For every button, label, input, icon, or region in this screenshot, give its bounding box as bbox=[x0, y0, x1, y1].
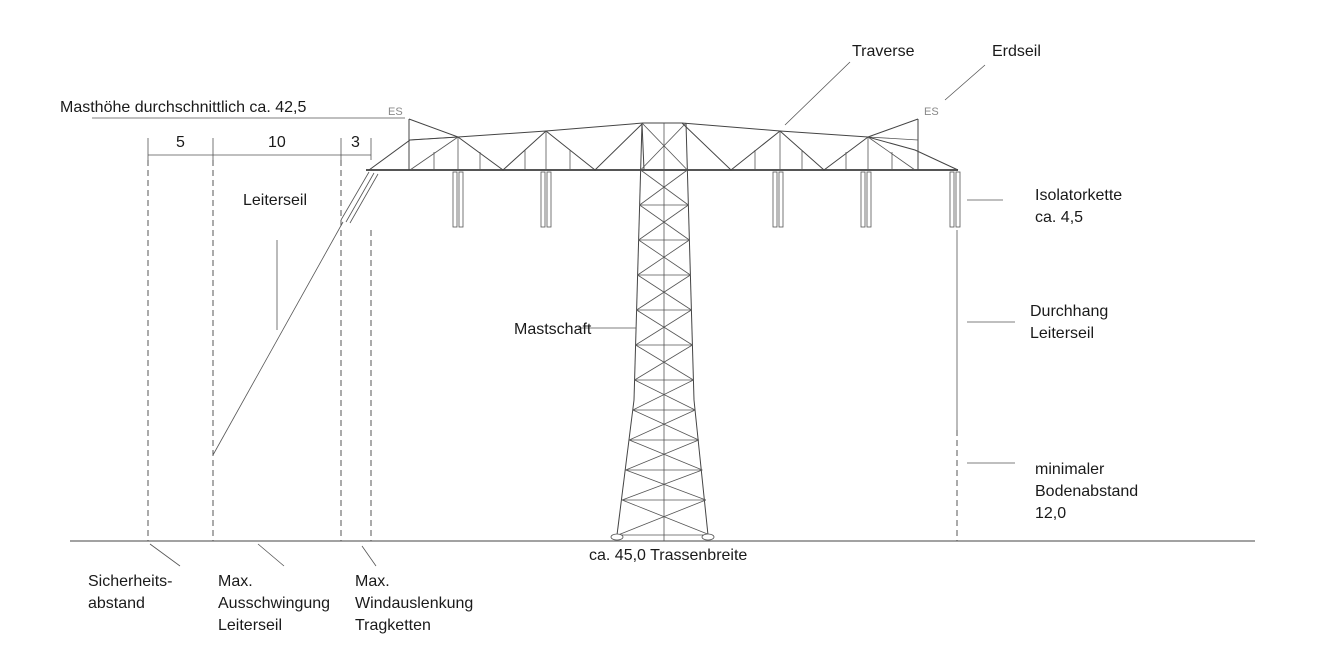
wind-label-2: Windauslenkung bbox=[355, 595, 473, 612]
wind-label-1: Max. bbox=[355, 573, 390, 590]
lattice-member bbox=[636, 309, 693, 346]
clearance-label-2: Bodenabstand bbox=[1035, 483, 1138, 500]
traverse-label: Traverse bbox=[852, 43, 915, 60]
safety-label-1: Sicherheits- bbox=[88, 573, 172, 590]
insulator-string bbox=[540, 171, 546, 228]
insulator-string bbox=[458, 171, 464, 228]
lattice-member bbox=[622, 499, 711, 536]
sag-label-1: Durchhang bbox=[1030, 303, 1108, 320]
swing-label-1: Max. bbox=[218, 573, 253, 590]
lattice-member bbox=[632, 409, 699, 441]
insulator-string bbox=[866, 171, 872, 228]
lattice-member bbox=[639, 169, 688, 206]
safety-label-2: abstand bbox=[88, 595, 145, 612]
lattice-member bbox=[632, 379, 694, 411]
insulator-string bbox=[772, 171, 778, 228]
lattice-member bbox=[640, 169, 689, 206]
lattice-member bbox=[629, 439, 703, 471]
insulator-string bbox=[949, 171, 955, 228]
swung-insulator bbox=[340, 171, 379, 224]
lattice-member bbox=[637, 274, 692, 311]
insulator-string bbox=[860, 171, 866, 228]
insulator-string bbox=[955, 171, 961, 228]
dimension-10: 10 bbox=[268, 134, 286, 151]
lattice-member bbox=[638, 204, 689, 241]
insulator-string bbox=[452, 171, 458, 228]
shaft-label: Mastschaft bbox=[514, 321, 592, 338]
mast-leg-right bbox=[685, 122, 695, 401]
dimension-line bbox=[147, 138, 372, 160]
lattice-member bbox=[641, 122, 688, 171]
swing-leader bbox=[257, 543, 285, 567]
safety-leader bbox=[149, 543, 181, 567]
lattice-member bbox=[638, 239, 691, 276]
insulator-label-1: Isolatorkette bbox=[1035, 187, 1122, 204]
mast-foundation bbox=[701, 533, 715, 541]
dimension-5: 5 bbox=[176, 134, 185, 151]
swing-label-2: Ausschwingung bbox=[218, 595, 330, 612]
mast-leg-left bbox=[633, 122, 643, 401]
sag-label-2: Leiterseil bbox=[1030, 325, 1094, 342]
wind-leader bbox=[361, 545, 377, 567]
earth-wire-label: Erdseil bbox=[992, 43, 1041, 60]
lattice-member bbox=[625, 469, 706, 501]
lattice-member bbox=[629, 409, 696, 441]
lattice-member bbox=[622, 469, 703, 501]
insulator-strings bbox=[452, 171, 961, 228]
lattice-member bbox=[625, 439, 699, 471]
dimension-3: 3 bbox=[351, 134, 360, 151]
insulator-string bbox=[778, 171, 784, 228]
swing-label-3: Leiterseil bbox=[218, 617, 282, 634]
lattice-member bbox=[639, 204, 690, 241]
mast-foundation bbox=[610, 533, 624, 541]
mast-leg bbox=[641, 122, 645, 171]
lattice-member bbox=[636, 274, 691, 311]
wind-label-3: Tragketten bbox=[355, 617, 431, 634]
clearance-label-3: 12,0 bbox=[1035, 505, 1066, 522]
insulator-string bbox=[546, 171, 552, 228]
lattice-member bbox=[634, 379, 696, 411]
lattice-member bbox=[637, 239, 690, 276]
earth-wire-leader bbox=[944, 64, 986, 101]
lattice-member bbox=[635, 309, 692, 346]
mast-leg-right bbox=[693, 399, 709, 536]
traverse-leader bbox=[784, 61, 851, 126]
lattice-member bbox=[617, 499, 706, 536]
corridor-label: ca. 45,0 Trassenbreite bbox=[589, 547, 747, 564]
mast-shaft bbox=[610, 122, 715, 541]
lattice-member bbox=[634, 344, 693, 381]
conductor-label: Leiterseil bbox=[243, 192, 307, 209]
lattice-member bbox=[640, 122, 687, 171]
traverse bbox=[366, 118, 959, 171]
lattice-member bbox=[635, 344, 694, 381]
mast-leg-left bbox=[616, 399, 635, 536]
mast-height-label: Masthöhe durchschnittlich ca. 42,5 bbox=[60, 99, 306, 116]
clearance-label-1: minimaler bbox=[1035, 461, 1105, 478]
insulator-label-2: ca. 4,5 bbox=[1035, 209, 1083, 226]
swung-conductor bbox=[212, 221, 344, 456]
earth-wire-marker-left: ES bbox=[388, 106, 403, 118]
earth-wire-marker-right: ES bbox=[924, 106, 939, 118]
